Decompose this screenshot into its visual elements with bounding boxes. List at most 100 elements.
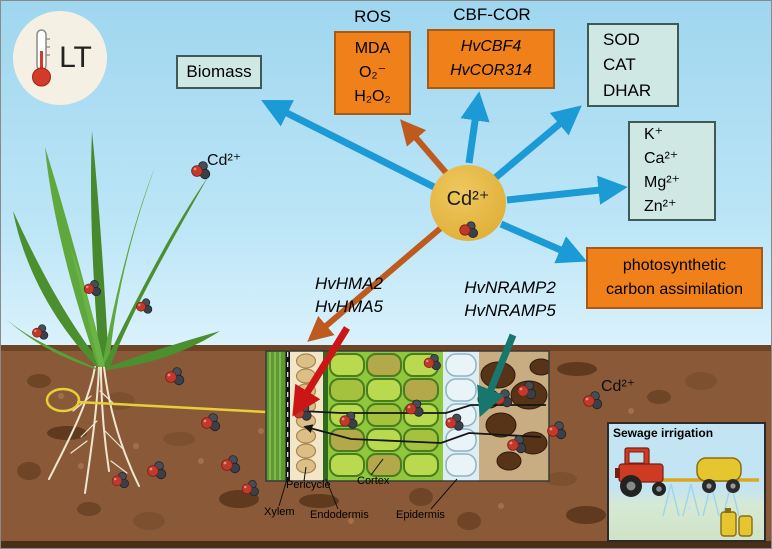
- root-cross-section-border: [265, 350, 550, 482]
- label-pericycle: Pericycle: [286, 479, 331, 491]
- ros-line: O₂⁻: [358, 64, 387, 81]
- cortex-cell: [329, 403, 365, 427]
- cortex-cell: [366, 378, 402, 402]
- label-cortex: Cortex: [357, 475, 390, 487]
- cd-molecule-icon: [517, 381, 537, 400]
- barrels-icon: [720, 508, 753, 537]
- arrow-to-ros: [400, 119, 451, 177]
- antioxidant-line: SOD: [603, 29, 640, 49]
- cbf-cor-box: HvCBF4 HvCOR314: [427, 29, 555, 89]
- antioxidant-line: DHAR: [603, 80, 652, 100]
- cortex-cell: [403, 378, 439, 402]
- soil-clump: [685, 372, 717, 390]
- pericycle-cell: [295, 383, 317, 399]
- lt-label: LT: [59, 41, 92, 74]
- arrow-to-biomass: [261, 100, 438, 192]
- cd-molecule-icon: [547, 421, 567, 440]
- soil-speckle: [628, 408, 634, 414]
- soil-clump: [133, 512, 165, 530]
- barley-plant: [6, 131, 220, 370]
- soil-speckle: [58, 393, 64, 399]
- root-cross-section: [266, 351, 549, 481]
- arrow-to-photosynthesis: [499, 220, 588, 264]
- cortex-cell: [403, 453, 439, 477]
- cortex-cell: [329, 353, 365, 377]
- cbf-cor-heading: CBF-COR: [453, 5, 531, 24]
- arrow-nramp-to-epidermis: [477, 333, 517, 418]
- photosynthesis-line: photosynthetic: [622, 257, 727, 274]
- root-zoom-link: [45, 387, 287, 415]
- soil-clump: [219, 490, 259, 508]
- cbf-gene: HvCBF4: [460, 38, 522, 55]
- hma-transporters: HvHMA2 HvHMA5: [301, 273, 397, 319]
- pericycle-cell: [295, 443, 317, 459]
- soil-clump: [27, 374, 51, 388]
- cd-molecule-icon: [459, 221, 478, 238]
- soil-clump: [457, 512, 481, 530]
- soil-clump: [77, 502, 101, 516]
- sprayer-tank: [696, 457, 742, 493]
- arrow-to-cbf-cor: [460, 91, 490, 164]
- ros-box: MDA O₂⁻ H₂O₂: [334, 31, 411, 115]
- cd-molecule-icon: [423, 353, 441, 371]
- soil-speckle: [498, 503, 504, 509]
- soil-speckle: [78, 463, 84, 469]
- cd-molecule-icon: [405, 399, 424, 417]
- soil-rocks: [477, 358, 549, 471]
- ros-line: MDA: [354, 40, 391, 57]
- pericycle-cell: [295, 353, 317, 369]
- lt-badge: LT: [13, 11, 107, 105]
- cd-molecule-icon: [83, 279, 101, 297]
- epidermis-cell: [445, 378, 477, 402]
- arrow-to-antioxidants: [492, 105, 582, 181]
- epidermis-cell: [445, 353, 477, 377]
- tractor-sprayer-icon: [615, 447, 759, 537]
- cd-molecule-icon: [293, 403, 312, 421]
- cd-label-soil: Cd²⁺: [601, 378, 636, 395]
- cd-molecule-icon: [31, 324, 49, 340]
- arrow-to-ions: [506, 175, 628, 205]
- soil-clump: [566, 506, 606, 524]
- cd-molecule-icon: [111, 471, 129, 489]
- biomass-label: Biomass: [186, 62, 252, 82]
- nramp-gene: HvNRAMP5: [464, 300, 556, 320]
- soil-clump: [647, 390, 671, 404]
- nramp-gene: HvNRAMP2: [464, 278, 556, 297]
- cor-gene: HvCOR314: [450, 62, 532, 79]
- cd-label-plant: Cd²⁺: [207, 152, 242, 169]
- soil-clump: [545, 472, 577, 486]
- epidermis-cell: [445, 453, 477, 477]
- sewage-title: Sewage irrigation: [613, 426, 714, 440]
- soil-speckle: [133, 443, 139, 449]
- cd-molecule-icon: [507, 435, 527, 454]
- soil-clump: [17, 462, 41, 480]
- pericycle-cell: [295, 413, 317, 429]
- antioxidant-line: CAT: [603, 55, 636, 75]
- cd-molecule-icon: [583, 391, 603, 410]
- pericycle-cell: [295, 398, 317, 414]
- plant-roots: [48, 366, 140, 494]
- cd-center-node: Cd²⁺: [430, 165, 506, 241]
- cd-molecule-icon: [339, 411, 358, 429]
- pericycle-cell: [295, 458, 317, 474]
- cortex-cell: [329, 378, 365, 402]
- cd-molecule-icon: [147, 461, 167, 480]
- soil-clump: [299, 494, 339, 508]
- cortex-cell: [329, 428, 365, 452]
- soil-clump: [47, 426, 87, 440]
- cortex-cell: [366, 428, 402, 452]
- ion-line: Mg²⁺: [644, 174, 680, 191]
- cd-molecule-icon: [493, 389, 513, 408]
- label-epidermis: Epidermis: [396, 509, 445, 521]
- antioxidants-box: SOD CAT DHAR: [587, 23, 679, 107]
- ion-line: K⁺: [644, 126, 664, 143]
- ros-heading: ROS: [354, 7, 391, 26]
- cd-molecule-icon: [201, 413, 221, 432]
- hma-gene: HvHMA5: [314, 296, 383, 316]
- arrow-hma-to-xylem: [292, 326, 350, 417]
- photosynthesis-line: carbon assimilation: [606, 281, 743, 298]
- cd-molecule-icon: [241, 479, 259, 497]
- cd-molecule-icon: [135, 298, 153, 314]
- cortex-cell: [329, 453, 365, 477]
